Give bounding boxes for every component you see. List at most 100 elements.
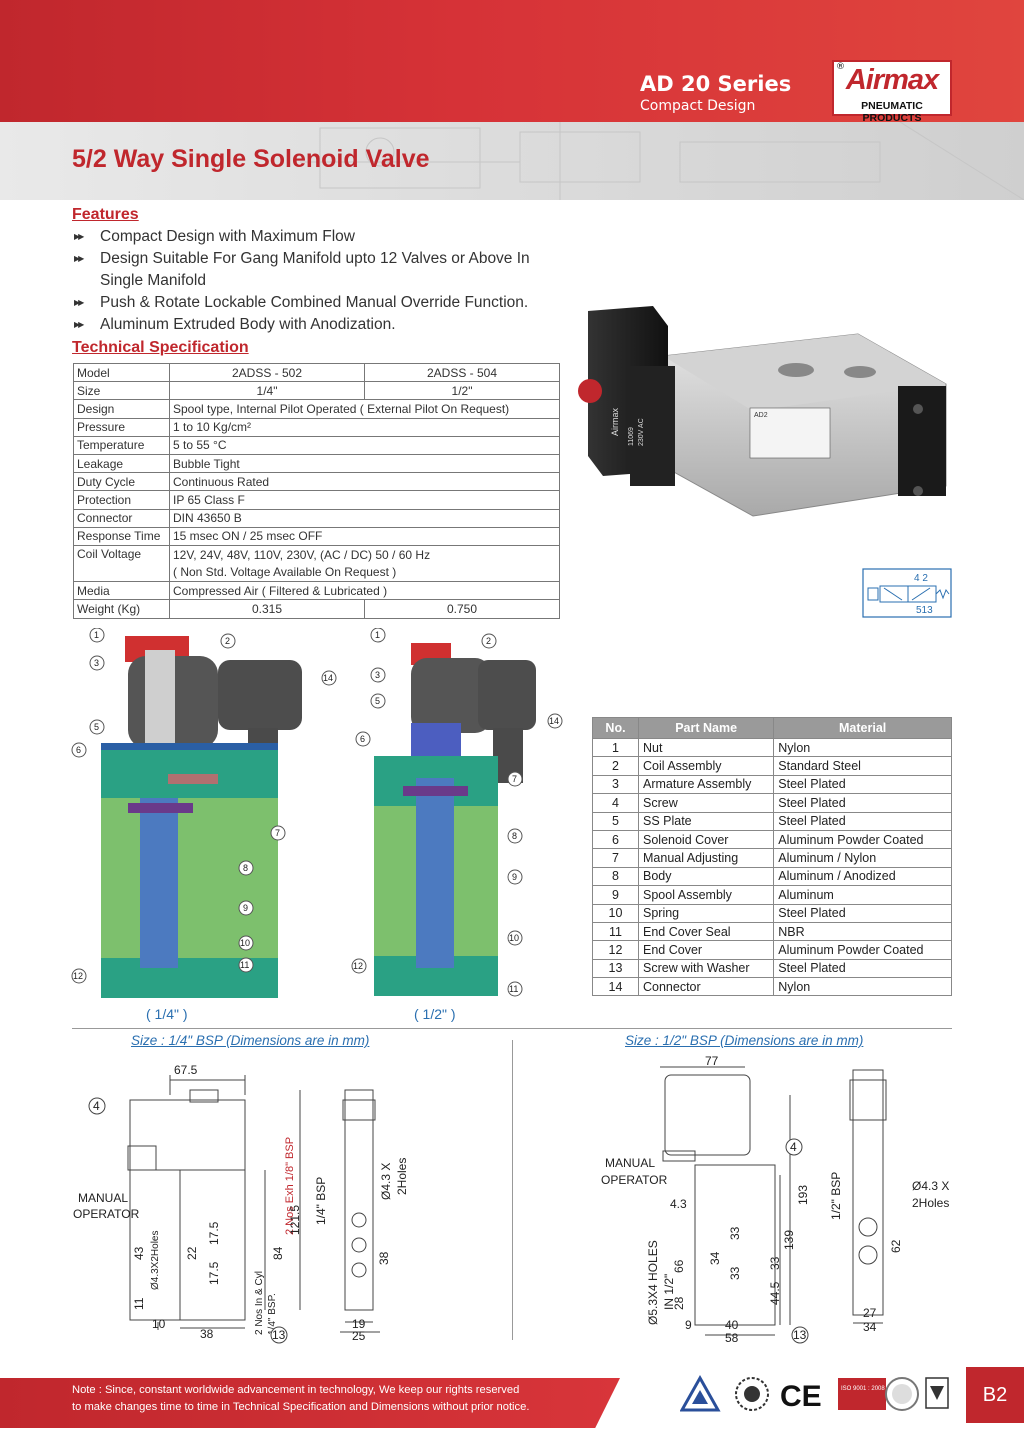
brand-name: Airmax <box>845 64 939 96</box>
bureau-veritas-icon <box>885 1377 919 1411</box>
valve-product-image: AD2 Airmax 11069 230V AC <box>578 306 947 517</box>
dim-side-38: 38 <box>377 1251 391 1265</box>
dim-11: 11 <box>132 1297 146 1310</box>
section-divider <box>72 1028 952 1029</box>
svg-text:9: 9 <box>243 903 248 913</box>
dim-side-19: 19 <box>352 1317 366 1331</box>
feature-item: Aluminum Extruded Body with Anodization. <box>74 314 564 336</box>
dim-holes: Ø5.3X4 HOLES <box>646 1240 660 1325</box>
section-label-half: ( 1/2" ) <box>414 1006 456 1022</box>
svg-text:12: 12 <box>353 961 363 971</box>
coil-code: 11069 <box>628 427 635 446</box>
dim-43: 43 <box>132 1246 146 1260</box>
iso-badge <box>838 1378 886 1410</box>
dim-h1: 121.5 <box>288 1205 302 1235</box>
blueprint-watermark <box>300 122 1024 200</box>
dim-58: 58 <box>725 1331 739 1345</box>
dims-caption-quarter: Size : 1/4" BSP (Dimensions are in mm) <box>131 1033 370 1048</box>
section-quarter-inch <box>101 636 302 998</box>
dim-43: 4.3 <box>670 1197 687 1211</box>
svg-text:6: 6 <box>360 734 365 744</box>
svg-text:12: 12 <box>73 971 83 981</box>
symbol-bottom-ports: 513 <box>916 605 933 616</box>
dim-holes: Ø4.3X2Holes <box>150 1231 161 1290</box>
feature-item: Design Suitable For Gang Manifold upto 1… <box>74 248 564 292</box>
dim-28: 28 <box>672 1296 686 1310</box>
dim-callout-13: 13 <box>793 1328 807 1342</box>
column-divider <box>512 1040 513 1340</box>
dimension-drawing-quarter: 67.5 MANUAL OPERATOR 2 Nos Exh 1/8" BSP … <box>73 1063 409 1344</box>
svg-text:10: 10 <box>509 933 519 943</box>
svg-text:1: 1 <box>375 630 380 640</box>
svg-text:9: 9 <box>512 872 517 882</box>
svg-text:14: 14 <box>549 716 559 726</box>
svg-text:5: 5 <box>94 722 99 732</box>
symbol-top-ports: 4 2 <box>914 573 928 584</box>
dim-side-holes: Ø4.3 X <box>912 1179 949 1193</box>
dim-side-27: 27 <box>863 1306 877 1320</box>
dim-inlet2: 1/4" BSP. <box>267 1293 278 1335</box>
dim-inlet: 2 Nos In & Cyl <box>254 1271 265 1335</box>
dim-side-holes2: 2Holes <box>912 1196 949 1210</box>
dimension-drawing-half: 77 MANUAL OPERATOR 4.3 193 139 Ø5.3X4 HO… <box>601 1055 949 1345</box>
brand-logo: ® Airmax PNEUMATIC PRODUCTS <box>832 60 952 124</box>
dim-193: 193 <box>796 1185 810 1205</box>
certification-logos: CE ISO 9001 : 2008 <box>680 1374 949 1413</box>
ce-mark: CE <box>780 1380 822 1413</box>
svg-text:7: 7 <box>275 828 280 838</box>
svg-text:2: 2 <box>486 636 491 646</box>
valve-symbol-icon: 4 2 513 <box>862 568 952 618</box>
section-label-quarter: ( 1/4" ) <box>146 1006 188 1022</box>
dim-callout-4: 4 <box>93 1099 100 1113</box>
dim-175b: 17.5 <box>207 1261 221 1285</box>
series-title: AD 20 Series <box>640 72 792 96</box>
dim-40: 40 <box>725 1318 739 1332</box>
dim-in: IN 1/2" <box>662 1274 676 1310</box>
dim-side-bsp: 1/4" BSP <box>314 1177 328 1225</box>
dim-9: 9 <box>685 1318 692 1332</box>
svg-text:3: 3 <box>94 658 99 668</box>
svg-text:3: 3 <box>375 670 380 680</box>
svg-text:14: 14 <box>323 673 333 683</box>
svg-text:11: 11 <box>240 960 249 970</box>
dim-33a: 33 <box>728 1226 742 1240</box>
series-subtitle: Compact Design <box>640 98 756 114</box>
footer-note-line1: Note : Since, constant worldwide advance… <box>72 1384 520 1396</box>
dim-139: 139 <box>782 1230 796 1250</box>
dim-33c: 33 <box>768 1256 782 1270</box>
dim-side-62: 62 <box>889 1239 903 1253</box>
page-number: B2 <box>966 1367 1024 1423</box>
dim-side-holes: Ø4.3 X <box>379 1163 393 1200</box>
dim-exh: 2 Nos Exh 1/8" BSP <box>284 1137 296 1235</box>
dim-callout-4: 4 <box>790 1140 797 1154</box>
svg-text:7: 7 <box>512 774 517 784</box>
dim-66: 66 <box>672 1259 686 1273</box>
bis-icon <box>680 1374 721 1412</box>
dims-caption-half: Size : 1/2" BSP (Dimensions are in mm) <box>625 1033 864 1048</box>
coil-voltage: 230V AC <box>638 418 645 446</box>
dim-side-34: 34 <box>863 1320 877 1334</box>
dim-manual: MANUAL <box>605 1156 655 1170</box>
footer-note: Note : Since, constant worldwide advance… <box>72 1382 592 1416</box>
cimfr-icon <box>735 1377 769 1411</box>
dim-175a: 17.5 <box>207 1221 221 1245</box>
dim-width: 67.5 <box>174 1063 198 1077</box>
page-title: 5/2 Way Single Solenoid Valve <box>72 145 430 173</box>
svg-text:11: 11 <box>509 984 518 994</box>
title-band <box>0 122 1024 200</box>
dim-h2: 84 <box>271 1246 285 1260</box>
